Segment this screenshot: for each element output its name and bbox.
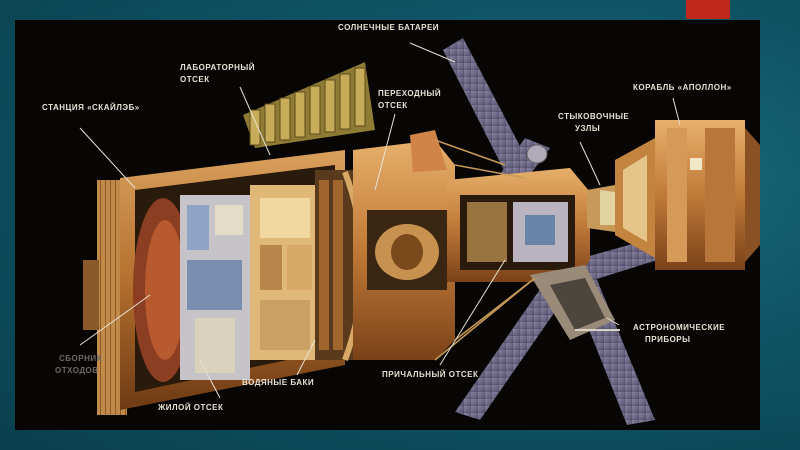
label-transition-compartment-line2: ОТСЕК bbox=[378, 101, 408, 110]
label-laboratory-compartment-line2: ОТСЕК bbox=[180, 75, 210, 84]
label-transition-compartment-line1: ПЕРЕХОДНЫЙ bbox=[378, 89, 442, 98]
label-astronomical-instruments-line2: ПРИБОРЫ bbox=[645, 335, 691, 344]
skylab-drawing bbox=[79, 38, 760, 425]
label-docking-nodes-line2: УЗЛЫ bbox=[575, 124, 601, 133]
apollo-spacecraft bbox=[615, 120, 760, 270]
water-tanks bbox=[315, 170, 366, 362]
workshop-solar-array bbox=[243, 62, 375, 148]
label-laboratory-compartment-line1: ЛАБОРАТОРНЫЙ bbox=[180, 63, 255, 72]
astronomical-telescope-mount bbox=[530, 265, 620, 340]
accent-tab bbox=[686, 0, 730, 19]
truss-lines bbox=[434, 139, 536, 361]
solar-wing-lower-left bbox=[455, 282, 570, 420]
docking-adapter bbox=[447, 144, 590, 282]
label-skylab-station: СТАНЦИЯ «СКАЙЛЭБ» bbox=[42, 103, 140, 112]
laboratory-compartment-interior bbox=[250, 185, 320, 360]
leader-lines bbox=[79, 42, 681, 399]
airlock-section bbox=[353, 130, 455, 360]
label-waste-collector-line2: ОТХОДОВ bbox=[55, 366, 99, 375]
label-docking-compartment: ПРИЧАЛЬНЫЙ ОТСЕК bbox=[382, 370, 479, 379]
living-compartment-interior bbox=[133, 195, 250, 382]
solar-wing-upper bbox=[443, 38, 530, 178]
label-water-tanks: ВОДЯНЫЕ БАКИ bbox=[242, 378, 315, 387]
label-waste-collector-line1: СБОРНИК bbox=[59, 354, 102, 363]
label-docking-nodes-line1: СТЫКОВОЧНЫЕ bbox=[558, 112, 630, 121]
label-living-compartment: ЖИЛОЙ ОТСЕК bbox=[158, 403, 224, 412]
label-solar-batteries: СОЛНЕЧНЫЕ БАТАРЕИ bbox=[338, 23, 440, 32]
skylab-cutaway-illustration: СОЛНЕЧНЫЕ БАТАРЕИ ЛАБОРАТОРНЫЙ ОТСЕК ПЕР… bbox=[15, 20, 760, 430]
label-astronomical-instruments-line1: АСТРОНОМИЧЕСКИЕ bbox=[633, 323, 726, 332]
label-apollo-ship: КОРАБЛЬ «АПОЛЛОН» bbox=[633, 83, 732, 92]
